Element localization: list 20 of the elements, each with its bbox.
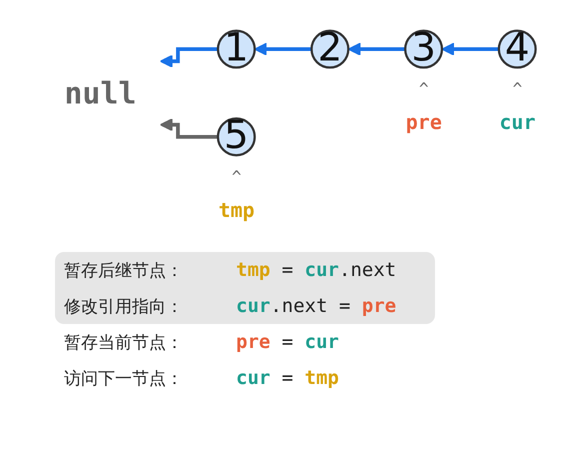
arrow bbox=[348, 42, 406, 56]
arrow bbox=[160, 118, 218, 139]
pointer-label: pre bbox=[406, 110, 442, 134]
code-line: cur.next = pre bbox=[236, 295, 396, 318]
pointer-label: tmp bbox=[218, 198, 255, 222]
text-label: null bbox=[64, 75, 137, 111]
arrow bbox=[160, 47, 218, 68]
pointer-caret: ^ bbox=[512, 80, 522, 98]
pointer-label: cur bbox=[499, 110, 536, 134]
step-label: 访问下一节点： bbox=[64, 368, 184, 390]
step-label: 暂存当前节点： bbox=[64, 332, 184, 354]
pointer-caret: ^ bbox=[418, 80, 429, 98]
code-line: pre = cur bbox=[236, 331, 339, 354]
arrow bbox=[442, 42, 500, 56]
step-label: 修改引用指向： bbox=[64, 296, 184, 318]
code-line: cur = tmp bbox=[236, 367, 339, 390]
code-line: tmp = cur.next bbox=[236, 259, 396, 282]
step-label: 暂存后继节点： bbox=[64, 260, 184, 282]
arrow bbox=[254, 42, 312, 56]
pointer-caret: ^ bbox=[232, 168, 242, 186]
